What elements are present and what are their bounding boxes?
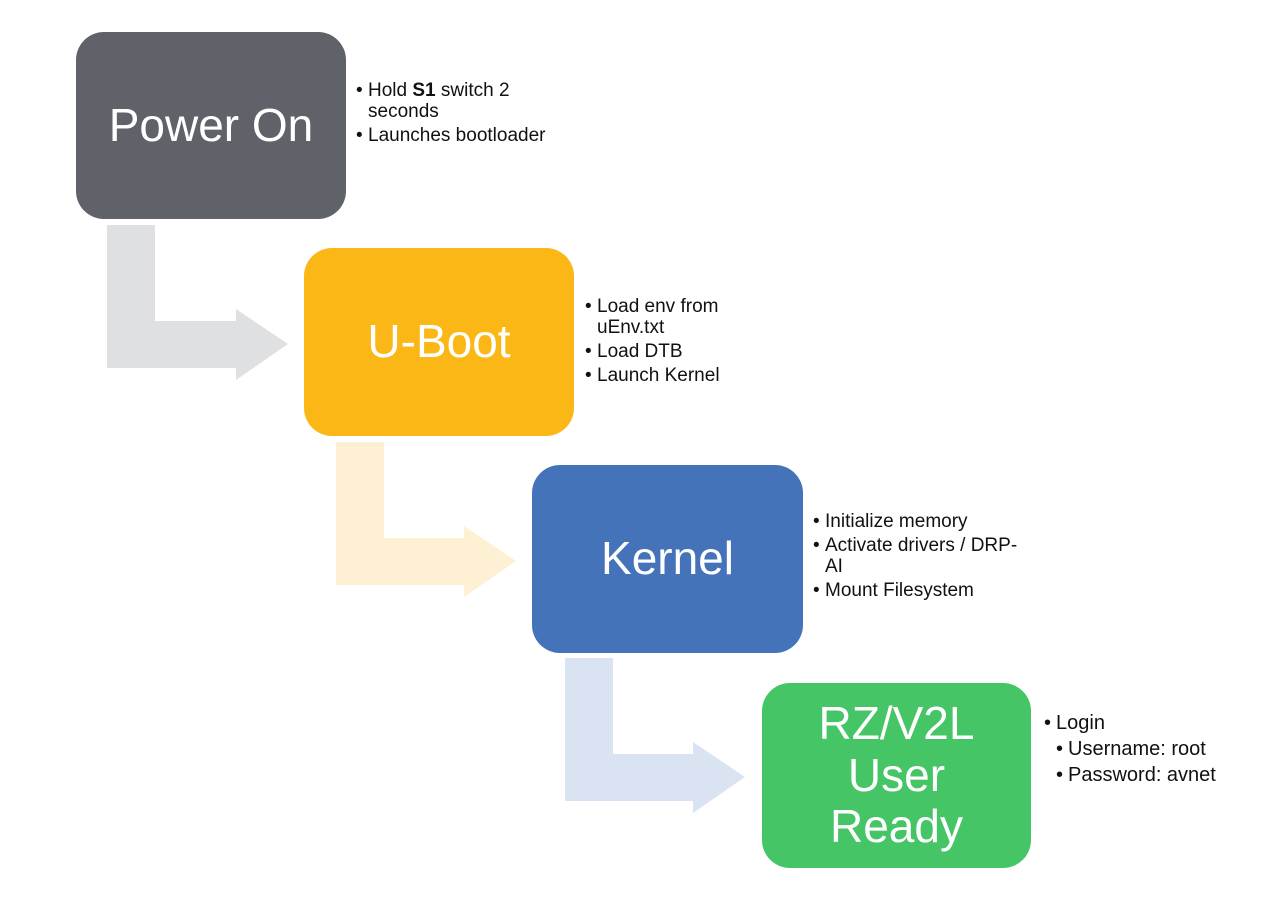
note-text: Mount Filesystem [825, 580, 974, 601]
note-text: Load DTB [597, 341, 683, 362]
note-bold-text: S1 [412, 80, 436, 101]
stage-title: Power On [108, 98, 314, 151]
note-item: •Load env from uEnv.txt [585, 296, 785, 338]
bullet-icon: • [813, 580, 820, 601]
note-item: •Launch Kernel [585, 365, 785, 386]
stage-title: Kernel [601, 532, 734, 585]
note-text: Hold [368, 80, 413, 101]
note-text: Username: root [1068, 738, 1206, 760]
note-subitem: •Password: avnet [1056, 763, 1244, 787]
bullet-icon: • [356, 125, 363, 146]
arrow-power-to-uboot [107, 225, 288, 380]
note-item: •Hold S1 switch 2 seconds [356, 80, 556, 122]
note-item: •Launches bootloader [356, 125, 556, 146]
bullet-icon: • [585, 296, 592, 317]
stage-title: RZ/V2L User Ready [818, 697, 975, 853]
bullet-icon: • [356, 80, 363, 101]
note-text: Launch Kernel [597, 365, 720, 386]
stage-power-on: Power On [76, 32, 346, 219]
kernel-notes: •Initialize memory •Activate drivers / D… [813, 511, 1033, 604]
note-item: •Load DTB [585, 341, 785, 362]
note-text: switch 2 seconds [368, 80, 510, 122]
power-on-notes: •Hold S1 switch 2 seconds •Launches boot… [356, 80, 556, 149]
stage-user-ready: RZ/V2L User Ready [762, 683, 1031, 868]
arrow-kernel-to-ready [565, 658, 745, 813]
arrow-uboot-to-kernel [336, 442, 516, 597]
note-item: •Login [1044, 711, 1244, 735]
bullet-icon: • [585, 365, 592, 386]
user-ready-notes: •Login •Username: root •Password: avnet [1044, 711, 1244, 789]
note-text: Password: avnet [1068, 764, 1216, 786]
stage-u-boot: U-Boot [304, 248, 574, 436]
note-subitem: •Username: root [1056, 737, 1244, 761]
bullet-icon: • [813, 535, 820, 556]
u-boot-notes: •Load env from uEnv.txt •Load DTB •Launc… [585, 296, 785, 389]
note-text: Activate drivers / DRP-AI [825, 535, 1018, 577]
stage-title: U-Boot [367, 315, 511, 368]
bullet-icon: • [813, 511, 820, 532]
bullet-icon: • [1044, 712, 1052, 734]
stage-kernel: Kernel [532, 465, 803, 653]
note-item: •Initialize memory [813, 511, 1033, 532]
bullet-icon: • [585, 341, 592, 362]
note-text: Load env from uEnv.txt [597, 296, 719, 338]
bullet-icon: • [1056, 764, 1064, 786]
note-text: Launches bootloader [368, 125, 546, 146]
bullet-icon: • [1056, 738, 1064, 760]
note-text: Initialize memory [825, 511, 968, 532]
note-item: •Mount Filesystem [813, 580, 1033, 601]
note-item: •Activate drivers / DRP-AI [813, 535, 1033, 577]
note-text: Login [1056, 712, 1105, 734]
